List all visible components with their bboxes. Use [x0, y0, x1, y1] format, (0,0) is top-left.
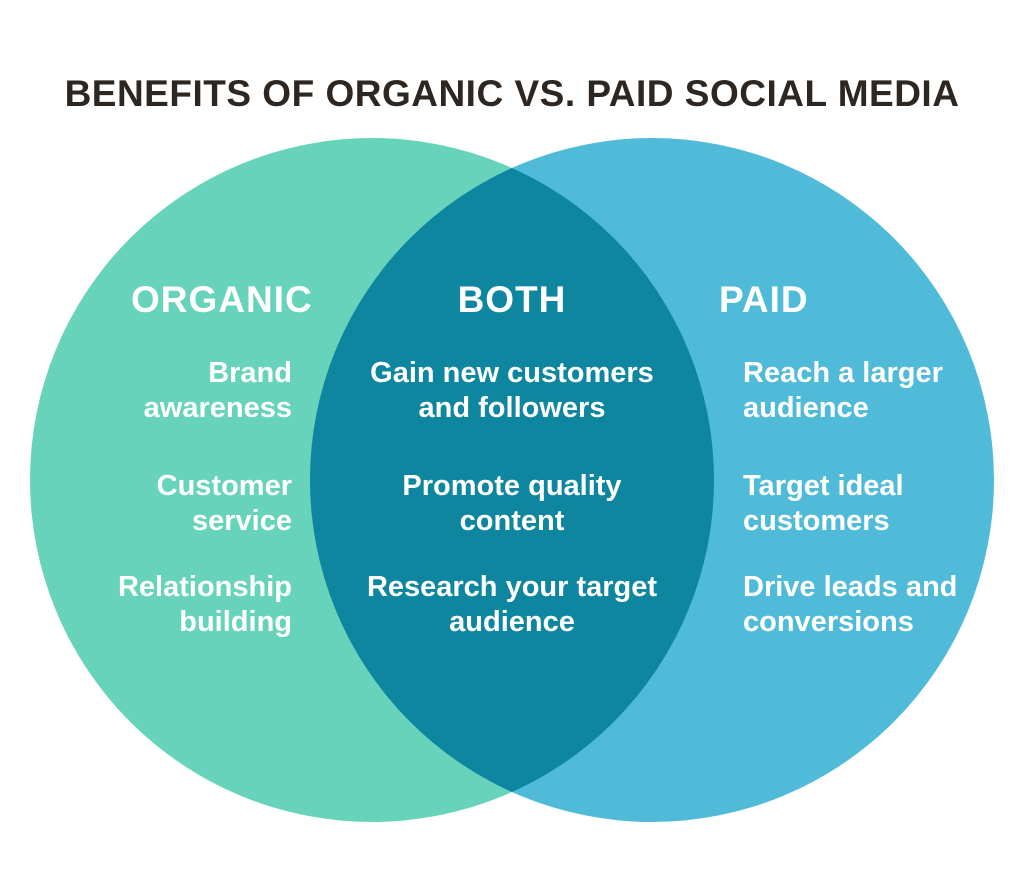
organic-item-relationship-building: Relationship building: [117, 571, 292, 638]
paid-label: PAID: [719, 279, 809, 320]
organic-label: ORGANIC: [131, 279, 313, 320]
both-item-gain-customers: Gain new customers and followers: [370, 357, 654, 424]
organic-item-customer-service: Customer service: [156, 470, 292, 537]
both-overlap-region: [310, 138, 714, 822]
organic-item-brand-awareness: Brand awareness: [143, 357, 292, 424]
both-label: BOTH: [457, 279, 567, 320]
paid-item-drive-leads: Drive leads and conversions: [743, 571, 958, 638]
paid-item-reach-audience: Reach a larger audience: [743, 357, 943, 424]
both-item-research-audience: Research your target audience: [366, 571, 658, 638]
paid-item-target-customers: Target ideal customers: [743, 470, 904, 537]
both-item-promote-content: Promote quality content: [402, 470, 622, 537]
page-title: BENEFITS OF ORGANIC VS. PAID SOCIAL MEDI…: [64, 72, 960, 114]
